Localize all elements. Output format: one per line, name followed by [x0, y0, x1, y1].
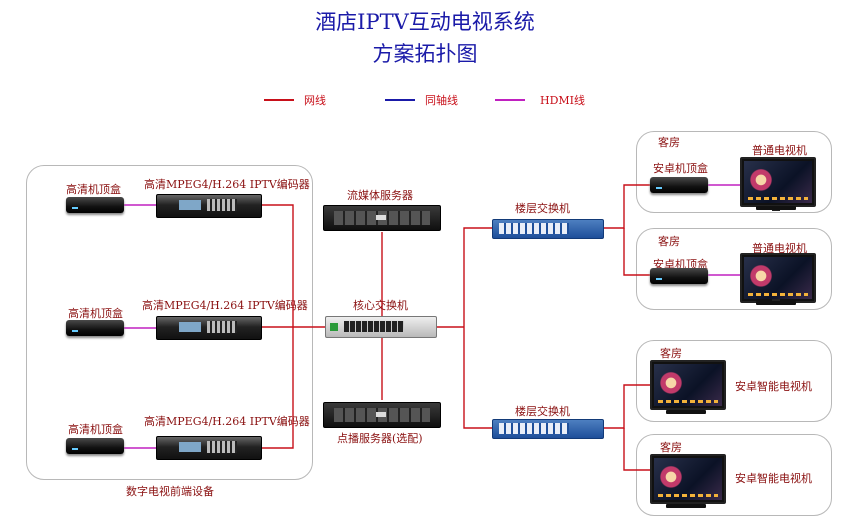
tv-1	[740, 157, 816, 207]
floor-switch-2	[492, 419, 604, 439]
encoder-2	[156, 316, 262, 340]
smart-tv-2-stand	[666, 504, 706, 508]
encoder-1	[156, 194, 262, 218]
diagram-title-line1: 酒店IPTV互动电视系统	[315, 10, 535, 34]
hd-stb-label-2: 高清机顶盒	[68, 307, 123, 320]
smart-tv-1-stand	[666, 410, 706, 414]
tv-label-1: 普通电视机	[752, 144, 807, 157]
core-switch	[325, 316, 437, 338]
hd-stb-2	[66, 320, 124, 336]
encoder-3	[156, 436, 262, 460]
tv-label-2: 普通电视机	[752, 242, 807, 255]
legend-label-coax: 同轴线	[425, 94, 458, 107]
smart-tv-1	[650, 360, 726, 410]
smart-tv-2	[650, 454, 726, 504]
room-label-4: 客房	[660, 441, 682, 454]
legend-label-hdmi: HDMI线	[540, 94, 586, 107]
tv-2	[740, 253, 816, 303]
smart-tv-label-1: 安卓智能电视机	[735, 380, 812, 393]
tv-1-stand	[756, 206, 796, 210]
room-label-2: 客房	[658, 235, 680, 248]
hd-stb-label-1: 高清机顶盒	[66, 183, 121, 196]
encoder-label-2: 高清MPEG4/H.264 IPTV编码器	[142, 299, 308, 312]
room-label-1: 客房	[658, 136, 680, 149]
floor-switch-1	[492, 219, 604, 239]
android-stb-label-2: 安卓机顶盒	[653, 258, 708, 271]
encoder-label-1: 高清MPEG4/H.264 IPTV编码器	[144, 178, 310, 191]
legend-swatch-hdmi	[495, 99, 525, 101]
legend-swatch-coax	[385, 99, 415, 101]
vod-server-label: 点播服务器(选配)	[337, 432, 423, 445]
hd-stb-label-3: 高清机顶盒	[68, 423, 123, 436]
headend-group-label: 数字电视前端设备	[126, 485, 214, 498]
streaming-server	[323, 205, 441, 231]
smart-tv-label-2: 安卓智能电视机	[735, 472, 812, 485]
floor-switch-label-2: 楼层交换机	[515, 405, 570, 418]
hd-stb-1	[66, 197, 124, 213]
room-label-3: 客房	[660, 347, 682, 360]
floor-switch-label-1: 楼层交换机	[515, 202, 570, 215]
core-switch-label: 核心交换机	[353, 299, 408, 312]
android-stb-1	[650, 177, 708, 193]
tv-2-stand	[756, 301, 796, 305]
diagram-title-line2: 方案拓扑图	[372, 42, 478, 66]
encoder-label-3: 高清MPEG4/H.264 IPTV编码器	[144, 415, 310, 428]
legend-swatch-network	[264, 99, 294, 101]
streaming-server-label: 流媒体服务器	[347, 189, 413, 202]
legend-label-network: 网线	[304, 94, 326, 107]
android-stb-label-1: 安卓机顶盒	[653, 162, 708, 175]
android-stb-2	[650, 268, 708, 284]
hd-stb-3	[66, 438, 124, 454]
vod-server	[323, 402, 441, 428]
